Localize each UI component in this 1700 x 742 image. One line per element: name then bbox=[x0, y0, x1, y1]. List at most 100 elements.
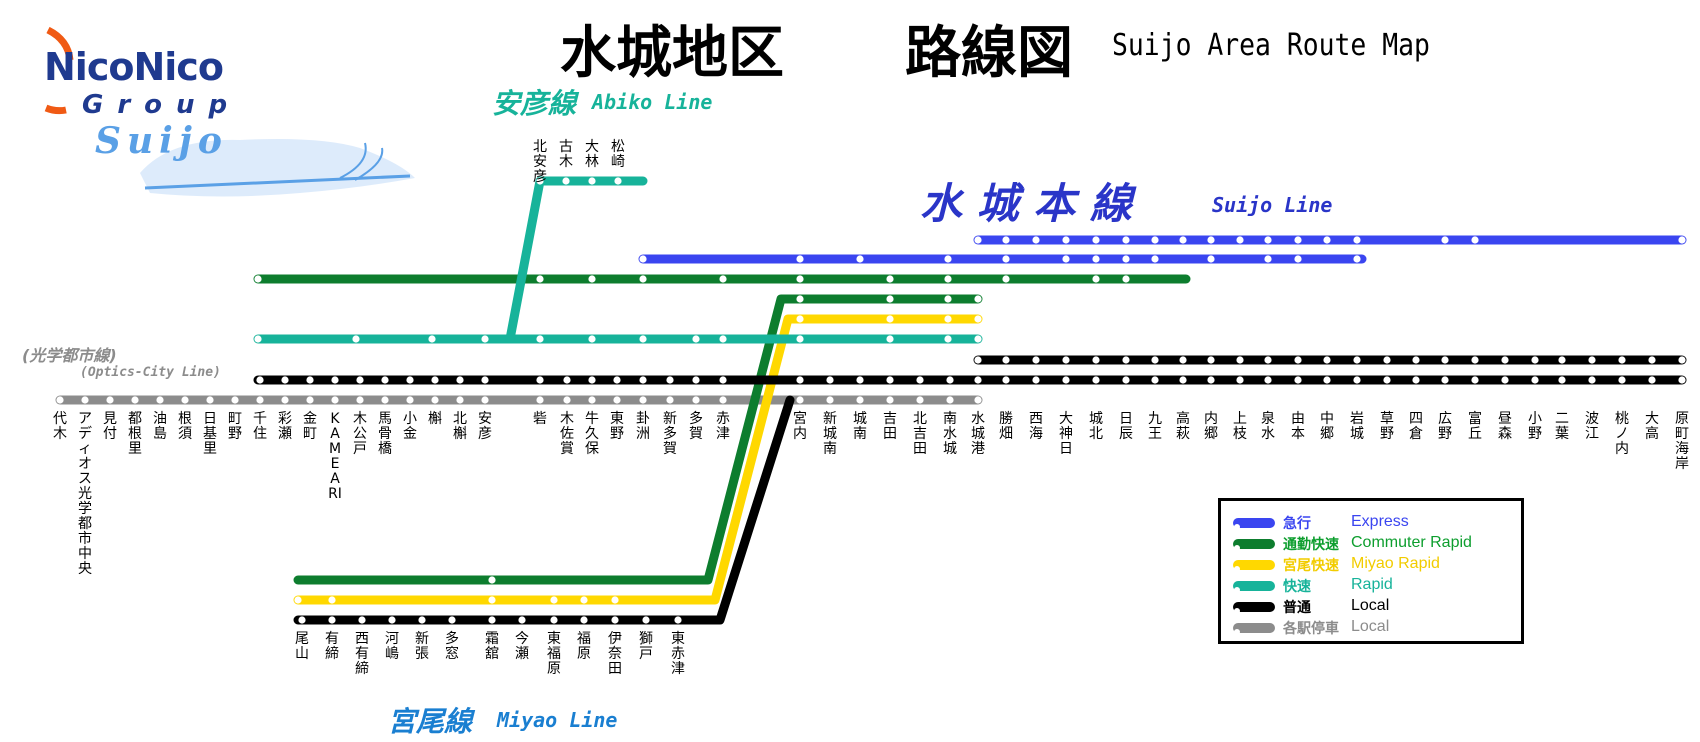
legend-label-en: Express bbox=[1351, 513, 1409, 530]
station-dot bbox=[1294, 376, 1302, 384]
station-dot bbox=[488, 576, 496, 584]
station-label: 西有締 bbox=[355, 631, 369, 677]
station-label: 新張 bbox=[415, 631, 429, 662]
station-label: 金町 bbox=[303, 411, 317, 442]
station-dot bbox=[886, 295, 894, 303]
station-label: 獅戸 bbox=[639, 631, 653, 662]
station-dot bbox=[1558, 356, 1566, 364]
station-dot bbox=[1122, 275, 1130, 283]
station-dot bbox=[1092, 275, 1100, 283]
station-label: 油島 bbox=[153, 411, 167, 442]
legend-swatch bbox=[1233, 581, 1275, 593]
station-dot bbox=[1062, 356, 1070, 364]
station-label: 北槲 bbox=[453, 411, 467, 442]
station-dot bbox=[536, 376, 544, 384]
station-dot bbox=[1678, 376, 1686, 384]
station-dot bbox=[1092, 255, 1100, 263]
legend-label-jp: 普通 bbox=[1283, 600, 1311, 616]
suijo-wave-logo bbox=[140, 139, 415, 197]
station-dot bbox=[974, 376, 982, 384]
station-dot bbox=[1032, 356, 1040, 364]
station-dot bbox=[488, 596, 496, 604]
station-dot bbox=[613, 396, 621, 404]
station-dot bbox=[1207, 356, 1215, 364]
station-dot bbox=[613, 376, 621, 384]
station-dot bbox=[448, 616, 456, 624]
station-label: 日基里 bbox=[203, 411, 217, 457]
station-dot bbox=[1294, 356, 1302, 364]
station-dot bbox=[796, 315, 804, 323]
station-label: 今瀬 bbox=[515, 631, 529, 662]
suijo-line-title: 水 城 本 線 bbox=[920, 179, 1132, 228]
station-dot bbox=[406, 396, 414, 404]
station-dot bbox=[826, 376, 834, 384]
station-dot bbox=[1264, 236, 1272, 244]
station-dot bbox=[1501, 356, 1509, 364]
station-dot bbox=[826, 396, 834, 404]
station-dot bbox=[974, 335, 982, 343]
station-dot bbox=[1353, 236, 1361, 244]
station-label: 中郷 bbox=[1320, 411, 1334, 442]
station-label: 新城南 bbox=[823, 411, 837, 457]
station-dot bbox=[639, 396, 647, 404]
station-label: 富丘 bbox=[1468, 411, 1482, 442]
station-dot bbox=[1353, 376, 1361, 384]
station-dot bbox=[358, 616, 366, 624]
station-dot bbox=[181, 396, 189, 404]
station-label: 昼森 bbox=[1498, 411, 1512, 442]
miyao-line-title: 宮尾線 bbox=[388, 705, 473, 738]
station-dot bbox=[331, 376, 339, 384]
title-en: Suijo Area Route Map bbox=[1112, 28, 1430, 63]
station-label: 小金 bbox=[403, 411, 417, 442]
station-label: 彩瀬 bbox=[278, 411, 292, 442]
station-dot bbox=[56, 396, 64, 404]
station-dot bbox=[944, 335, 952, 343]
station-dot bbox=[550, 596, 558, 604]
station-label: 新多賀 bbox=[663, 411, 677, 457]
station-label: 小野 bbox=[1528, 411, 1542, 442]
station-dot bbox=[481, 376, 489, 384]
station-dot bbox=[796, 255, 804, 263]
station-dot bbox=[692, 335, 700, 343]
station-dot bbox=[294, 295, 302, 303]
station-label: 西海 bbox=[1029, 411, 1043, 442]
station-dot bbox=[1179, 376, 1187, 384]
station-dot bbox=[1618, 376, 1626, 384]
station-dot bbox=[1151, 236, 1159, 244]
logo-area: Suijo bbox=[95, 120, 228, 162]
station-dot bbox=[1648, 356, 1656, 364]
station-dot bbox=[1092, 236, 1100, 244]
station-dot bbox=[1151, 255, 1159, 263]
station-label: 勝畑 bbox=[999, 411, 1013, 442]
station-dot bbox=[944, 275, 952, 283]
station-dot bbox=[1471, 376, 1479, 384]
legend-label-jp: 各駅停車 bbox=[1283, 621, 1339, 637]
station-dot bbox=[674, 616, 682, 624]
station-dot bbox=[1383, 356, 1391, 364]
station-dot bbox=[886, 315, 894, 323]
station-dot bbox=[1179, 236, 1187, 244]
station-dot bbox=[856, 376, 864, 384]
station-dot bbox=[1294, 255, 1302, 263]
station-label: 霜舘 bbox=[485, 631, 499, 662]
station-dot bbox=[536, 335, 544, 343]
station-dot bbox=[642, 616, 650, 624]
station-dot bbox=[719, 335, 727, 343]
station-dot bbox=[974, 356, 982, 364]
station-dot bbox=[580, 616, 588, 624]
station-dot bbox=[1678, 356, 1686, 364]
miyao-line-title-en: Miyao Line bbox=[497, 708, 618, 732]
logo-group: Group bbox=[82, 90, 242, 120]
station-dot bbox=[796, 335, 804, 343]
station-label: 北吉田 bbox=[913, 411, 927, 457]
station-dot bbox=[886, 396, 894, 404]
commuter-rapid-miyao-branch bbox=[293, 294, 983, 585]
station-dot bbox=[254, 275, 262, 283]
station-dot bbox=[106, 396, 114, 404]
station-dot bbox=[206, 396, 214, 404]
station-dot bbox=[298, 616, 306, 624]
station-dot bbox=[1501, 376, 1509, 384]
station-dot bbox=[388, 616, 396, 624]
legend-label-en: Local bbox=[1351, 618, 1390, 635]
station-label: 泉水 bbox=[1261, 411, 1275, 442]
